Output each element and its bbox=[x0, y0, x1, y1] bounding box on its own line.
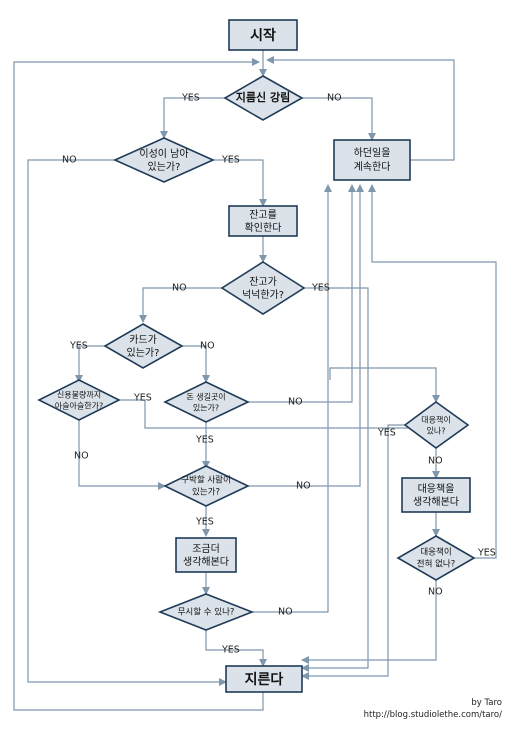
enough-decision: 잔고가 넉넉한가? bbox=[220, 261, 306, 315]
reason-label-1: 이성이 남아 bbox=[139, 148, 188, 160]
continue-node: 하던일을 계속한다 bbox=[333, 139, 411, 181]
plan-decision: 대응책이 있나? bbox=[403, 401, 470, 449]
ignore-label: 무시할 수 있나? bbox=[178, 607, 235, 618]
buy-node: 지른다 bbox=[225, 665, 303, 693]
plan-no-label: NO bbox=[428, 456, 443, 467]
plan-yes-label: YES bbox=[377, 428, 396, 439]
think-plan-node: 대응책을 생각해본다 bbox=[401, 477, 471, 513]
credit-decision: 신용불량까지 아슬아슬한가? bbox=[37, 379, 121, 421]
plan-label-1: 대응책이 bbox=[421, 415, 450, 425]
plan-label-2: 있나? bbox=[427, 426, 446, 436]
card-label-2: 있는가? bbox=[127, 347, 160, 359]
continue-label-2: 계속한다 bbox=[354, 161, 391, 173]
reason-no-label: NO bbox=[62, 155, 77, 166]
person-decision: 구박할 사람이 있는가? bbox=[163, 465, 250, 507]
balance-label-2: 확인한다 bbox=[245, 222, 282, 234]
owe-decision: 돈 생길곳이 있는가? bbox=[163, 381, 250, 423]
weapon-decision: 지름신 강림 bbox=[223, 75, 304, 121]
card-decision: 카드가 있는가? bbox=[103, 323, 184, 369]
noplan-decision: 대응책이 전혀 없나? bbox=[396, 535, 476, 581]
noplan-label-2: 전혀 없나? bbox=[417, 559, 456, 570]
person-label-1: 구박할 사람이 bbox=[181, 475, 231, 486]
buy-label: 지른다 bbox=[245, 672, 284, 688]
owe-label-1: 돈 생길곳이 bbox=[186, 392, 225, 402]
ignore-no-label: NO bbox=[278, 607, 293, 618]
think-plan-label-2: 생각해본다 bbox=[413, 495, 459, 508]
think-label-1: 조금더 bbox=[192, 543, 220, 555]
credit-no-label: NO bbox=[74, 451, 89, 462]
owe-yes-label: YES bbox=[195, 435, 214, 446]
owe-no-label: NO bbox=[288, 397, 303, 408]
noplan-no-label: NO bbox=[428, 587, 443, 598]
start-label: 시작 bbox=[250, 27, 276, 44]
enough-yes-label: YES bbox=[311, 283, 330, 294]
weapon-label: 지름신 강림 bbox=[236, 90, 290, 104]
connectors bbox=[13, 50, 497, 711]
card-no-label: NO bbox=[200, 341, 215, 352]
think-node: 조금더 생각해본다 bbox=[175, 537, 237, 573]
credit-yes-label: YES bbox=[133, 393, 152, 404]
reason-label-2: 있는가? bbox=[148, 161, 181, 173]
enough-label-2: 넉넉한가? bbox=[242, 289, 284, 301]
reason-yes-label: YES bbox=[221, 155, 240, 166]
card-yes-label: YES bbox=[69, 341, 88, 352]
start-node: 시작 bbox=[228, 19, 298, 51]
person-no-label: NO bbox=[296, 481, 311, 492]
weapon-yes-label: YES bbox=[181, 93, 200, 104]
continue-label-1: 하던일을 bbox=[354, 146, 391, 159]
person-yes-label: YES bbox=[195, 517, 214, 528]
weapon-no-label: NO bbox=[327, 93, 342, 104]
ignore-yes-label: YES bbox=[221, 645, 240, 656]
ignore-decision: 무시할 수 있나? bbox=[157, 593, 255, 631]
credit-url: http://blog.studiolethe.com/taro/ bbox=[363, 710, 502, 720]
enough-label-1: 잔고가 bbox=[249, 276, 277, 288]
noplan-label-1: 대응책이 bbox=[420, 547, 451, 558]
credit-label-2: 아슬아슬한가? bbox=[55, 401, 103, 411]
noplan-yes-label: YES bbox=[477, 548, 496, 559]
enough-no-label: NO bbox=[172, 283, 187, 294]
credit-label-1: 신용불량까지 bbox=[57, 390, 101, 400]
person-label-2: 있는가? bbox=[192, 487, 220, 498]
balance-node: 잔고를 확인한다 bbox=[228, 205, 298, 237]
think-label-2: 생각해본다 bbox=[183, 555, 229, 568]
card-label-1: 카드가 bbox=[129, 334, 157, 346]
owe-label-2: 있는가? bbox=[193, 403, 219, 413]
balance-label-1: 잔고를 bbox=[249, 209, 277, 221]
reason-decision: 이성이 남아 있는가? bbox=[113, 137, 215, 183]
think-plan-label-1: 대응책을 bbox=[418, 483, 455, 495]
credit-author: by Taro bbox=[471, 698, 502, 708]
